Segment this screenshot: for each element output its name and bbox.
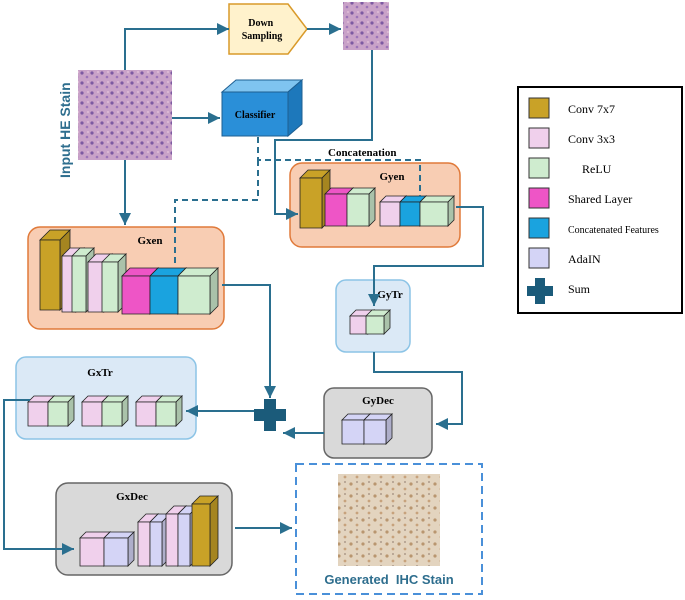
downsampled-image bbox=[343, 2, 389, 50]
gydec-adain-front bbox=[341, 419, 365, 445]
arrow-image-to-gyen bbox=[274, 50, 373, 220]
arrow-gytr-to-gydec bbox=[373, 352, 463, 430]
gytr-title: GyTr bbox=[377, 289, 403, 301]
gxen-concat-front bbox=[149, 275, 179, 315]
input-label: Input HE Stain bbox=[57, 82, 73, 178]
gxtr-relu-1 bbox=[47, 395, 75, 427]
gxen-relu-3 bbox=[177, 267, 219, 315]
legend-swatch-concatenated-features bbox=[528, 217, 550, 239]
input-he-image bbox=[78, 70, 172, 160]
legend-label-adain: AdaIN bbox=[568, 252, 601, 266]
legend-swatch-conv-7x7 bbox=[528, 97, 550, 119]
connections bbox=[3, 23, 484, 555]
arrow-gxtr-to-gxdec bbox=[3, 399, 74, 555]
gxtr-title: GxTr bbox=[87, 367, 113, 379]
gydec-adain-2-front bbox=[363, 419, 387, 445]
layer-cuboids bbox=[27, 169, 455, 567]
gxdec-conv7x7-side bbox=[209, 495, 219, 567]
gytr-relu bbox=[365, 309, 391, 335]
gxen-relu-3-front bbox=[177, 275, 211, 315]
gxen-shared-front bbox=[121, 275, 151, 315]
gxtr-relu-2 bbox=[101, 395, 129, 427]
gyen-conv3x3-front bbox=[379, 201, 401, 227]
legend-swatch-conv-3x3 bbox=[528, 127, 550, 149]
gxdec-adain-1 bbox=[103, 531, 135, 567]
gxtr-relu-1-front bbox=[47, 401, 69, 427]
gxdec-title: GxDec bbox=[116, 491, 148, 503]
dashed-classifier-to-concat bbox=[257, 137, 421, 196]
gxtr-conv3x3-3-front bbox=[135, 401, 157, 427]
gyen-relu-2-front bbox=[419, 201, 449, 227]
classifier-label: Classifier bbox=[235, 110, 276, 121]
downsampling-label: Down Sampling bbox=[242, 18, 283, 42]
legend-label-shared-layer: Shared Layer bbox=[568, 192, 632, 206]
legend-label-sum: Sum bbox=[568, 282, 591, 296]
output-label: Generated IHC Stain bbox=[324, 572, 453, 587]
gyen-relu-2 bbox=[419, 195, 455, 227]
gyen-relu-1-front bbox=[346, 193, 370, 227]
dashed-concat-to-gxen bbox=[174, 160, 259, 266]
gxtr-relu-3-front bbox=[155, 401, 177, 427]
gyen-relu-1-side bbox=[368, 187, 376, 227]
legend-swatch-relu bbox=[528, 157, 550, 179]
gxdec-adain-3-front bbox=[177, 513, 191, 567]
gxen-relu-3-side bbox=[209, 267, 219, 315]
concatenation-label: Concatenation bbox=[328, 147, 396, 159]
legend-swatch-shared-layer bbox=[528, 187, 550, 209]
gxen-relu-2-front bbox=[101, 261, 119, 313]
legend-label-concatenated-features: Concatenated Features bbox=[568, 225, 659, 236]
gxen-conv7x7-front bbox=[39, 239, 61, 311]
gyen-conv7x7-front bbox=[299, 177, 323, 229]
legend-label-conv-3x3: Conv 3x3 bbox=[568, 132, 615, 146]
gxdec-adain-1-front bbox=[103, 537, 129, 567]
gxdec-conv3x3-3-front bbox=[165, 513, 179, 567]
legend-swatch-adain bbox=[528, 247, 550, 269]
gxen-relu-1-front bbox=[71, 255, 87, 313]
gyen-title: Gyen bbox=[379, 171, 404, 183]
gyen-shared-1-front bbox=[324, 193, 348, 227]
legend-label-relu: ReLU bbox=[582, 162, 612, 176]
sum-plus-icon bbox=[254, 399, 286, 431]
legend-sum-icon bbox=[527, 278, 553, 304]
gytr-relu-front bbox=[365, 315, 385, 335]
gxdec-adain-2-front bbox=[149, 521, 163, 567]
gxtr-relu-2-front bbox=[101, 401, 123, 427]
legend-label-conv-7x7: Conv 7x7 bbox=[568, 102, 615, 116]
gxdec-conv3x3-2-front bbox=[137, 521, 151, 567]
gyen-concat-front bbox=[399, 201, 421, 227]
arrow-gyen-to-gytr bbox=[368, 206, 484, 306]
gydec-adain-2 bbox=[363, 413, 393, 445]
gxen-title: Gxen bbox=[137, 235, 162, 247]
gytr-conv3x3-front bbox=[349, 315, 369, 335]
downsampling-box bbox=[228, 3, 308, 55]
gxdec-conv7x7 bbox=[191, 495, 219, 567]
gxtr-relu-3 bbox=[155, 395, 183, 427]
gyen-relu-1 bbox=[346, 187, 376, 227]
gxdec-conv3x3-1-front bbox=[79, 537, 105, 567]
classifier-front bbox=[221, 91, 289, 137]
ihc-image bbox=[338, 474, 440, 566]
gxtr-conv3x3-1-front bbox=[27, 401, 49, 427]
gxdec-conv7x7-front bbox=[191, 503, 211, 567]
arrow-input-to-downsampling bbox=[124, 23, 229, 70]
gxtr-conv3x3-2-front bbox=[81, 401, 103, 427]
arrow-gxen-to-sum bbox=[222, 284, 276, 398]
gxdec-adain-1-side bbox=[127, 531, 135, 567]
gydec-title: GyDec bbox=[362, 395, 394, 407]
output-frame bbox=[295, 463, 483, 595]
